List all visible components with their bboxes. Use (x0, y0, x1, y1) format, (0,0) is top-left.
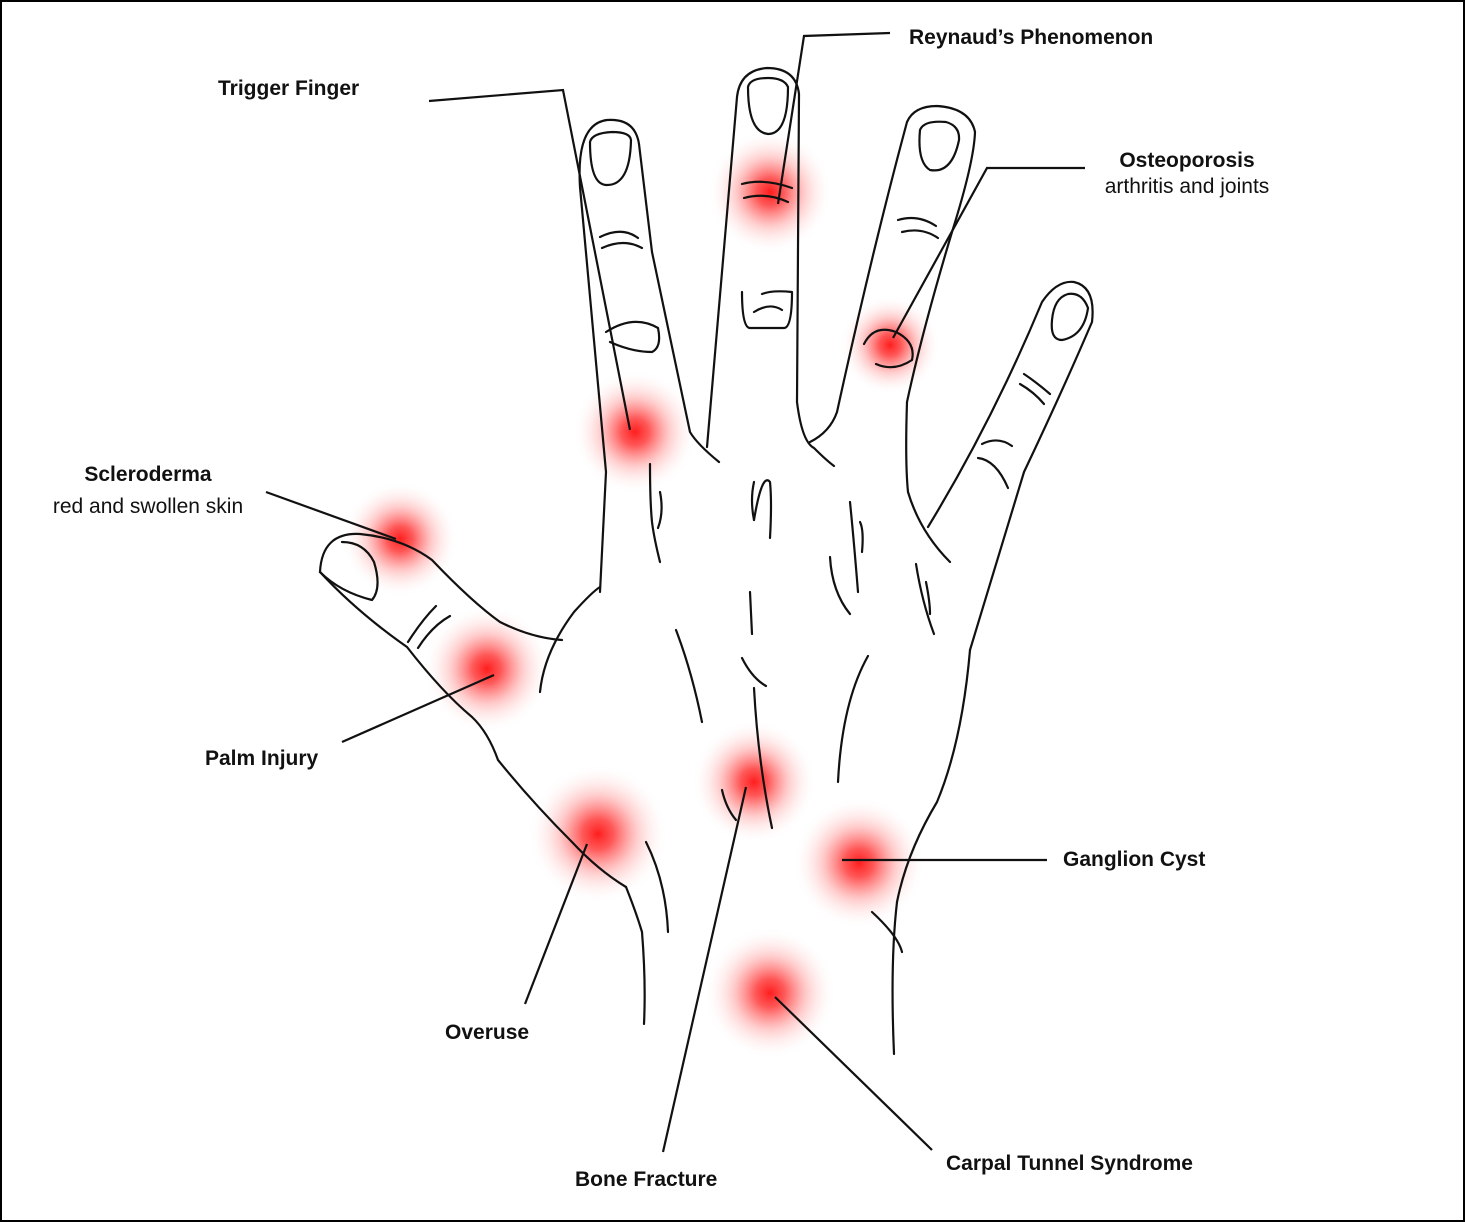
hotspot-carpal-tunnel (704, 927, 836, 1059)
label-subtitle: arthritis and joints (1092, 174, 1282, 200)
little-finger (928, 282, 1093, 650)
label-title: Overuse (445, 1020, 529, 1046)
label-title: Osteoporosis (1092, 148, 1282, 174)
hotspot-scleroderma (342, 481, 458, 597)
label-carpal-tunnel: Carpal Tunnel Syndrome (946, 1151, 1193, 1177)
hotspot-ganglion-cyst (793, 797, 925, 929)
hotspot-trigger-finger (573, 370, 697, 494)
label-title: Palm Injury (205, 746, 318, 772)
index-finger (580, 120, 719, 592)
label-title: Trigger Finger (218, 76, 359, 102)
label-subtitle: red and swollen skin (38, 494, 258, 520)
label-reynauds: Reynaud’s Phenomenon (909, 25, 1153, 51)
label-title: Reynaud’s Phenomenon (909, 25, 1153, 51)
leader-carpal-tunnel (775, 997, 932, 1150)
label-palm-injury: Palm Injury (205, 746, 318, 772)
label-title: Scleroderma (38, 462, 258, 488)
label-title: Carpal Tunnel Syndrome (946, 1151, 1193, 1177)
label-title: Ganglion Cyst (1063, 847, 1205, 873)
label-overuse: Overuse (445, 1020, 529, 1046)
label-bone-fracture: Bone Fracture (575, 1167, 717, 1193)
label-osteoporosis: Osteoporosis arthritis and joints (1092, 148, 1282, 200)
leader-trigger-finger (429, 90, 630, 430)
hotspots (342, 130, 940, 1059)
middle-finger (707, 68, 834, 466)
hotspot-overuse (528, 764, 668, 904)
label-scleroderma: Scleroderma red and swollen skin (38, 462, 258, 520)
hotspot-reynauds (708, 130, 832, 254)
hotspot-palm-injury (423, 605, 551, 733)
label-title: Bone Fracture (575, 1167, 717, 1193)
label-trigger-finger: Trigger Finger (218, 76, 359, 102)
hotspot-osteoporosis (840, 295, 940, 395)
label-ganglion-cyst: Ganglion Cyst (1063, 847, 1205, 873)
hotspot-bone-fracture (692, 720, 816, 844)
